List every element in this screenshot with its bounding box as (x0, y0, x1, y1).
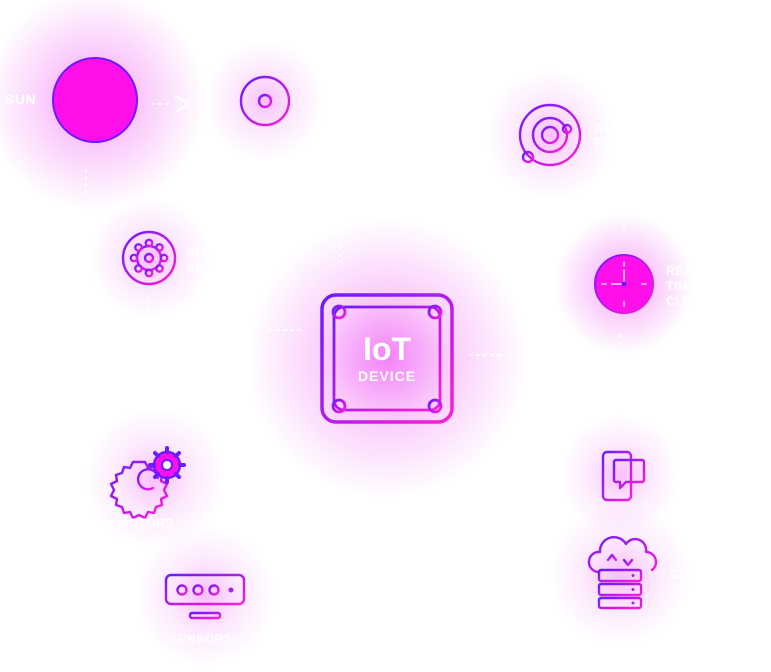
sun-label: SUN (5, 91, 36, 107)
chip-title: IoT (363, 331, 411, 367)
mobile-app-label-line-1: M (670, 459, 681, 473)
motors-label: MOTORS (118, 516, 173, 530)
chip-icon (306, 279, 468, 438)
node-motors: MOTORS (109, 446, 186, 530)
astro-forecast-label-line-2: FO (594, 136, 612, 150)
node-astro-forecast: AS FO (518, 103, 612, 167)
cloud-storage-label-line-2: ST (670, 583, 687, 597)
sensors-label: SENSORS (170, 632, 232, 646)
clock-icon (594, 254, 654, 314)
phone-chat-icon (601, 450, 646, 502)
cloud-storage-label-line-1: CL (670, 567, 687, 581)
arrow-down-icon (78, 204, 94, 215)
node-mobile-app: M T (601, 450, 681, 502)
internal-sensor-label-line-1: INT (187, 246, 208, 260)
node-sensors: SENSORS (164, 573, 246, 646)
internal-sensor-label-line-2: SE (187, 261, 204, 275)
gears-icon (109, 446, 186, 520)
target-icon (231, 67, 299, 135)
gear-sensor-icon (121, 230, 177, 286)
position-sensor-label-line-2: ST (316, 100, 333, 114)
node-real-time-clock: REA TIM CLO (594, 254, 693, 314)
chip-subtitle: DEVICE (358, 368, 416, 384)
sun-circle-icon (52, 57, 138, 143)
mobile-app-label-line-2: T (670, 475, 678, 489)
cloud-server-icon (587, 536, 658, 610)
connectors (78, 95, 625, 356)
astro-forecast-label-line-1: AS (594, 122, 612, 136)
orbit-icon (518, 103, 582, 167)
position-sensor-label-line-1: P (316, 86, 325, 100)
node-internal-sensor: INT SE (121, 230, 208, 286)
sensor-board-icon (164, 573, 246, 620)
node-cloud-storage: CL ST (587, 536, 687, 610)
real-time-clock-label-line-3: CLO (666, 294, 693, 308)
real-time-clock-label-line-2: TIM (666, 279, 688, 293)
real-time-clock-label-line-1: REA (666, 264, 693, 278)
iot-chip: IoT DEVICE (306, 279, 468, 438)
arrow-right-icon (175, 95, 190, 113)
node-sun: SUN (5, 57, 138, 143)
node-position-sensor: P ST (231, 67, 333, 135)
